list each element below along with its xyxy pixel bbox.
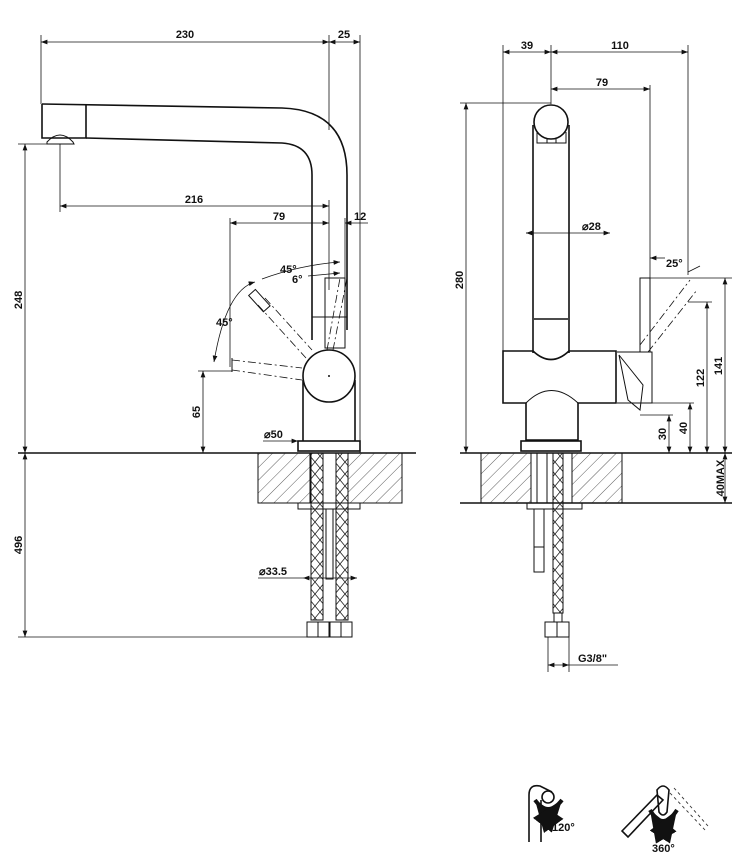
deck-section-left [257, 452, 311, 504]
angle-label-45-lower: 45° [216, 317, 233, 329]
angle-label-45-upper: 45° [280, 264, 297, 276]
hose [552, 452, 564, 614]
hose-left [310, 452, 324, 621]
angle-label-6: 6° [292, 274, 303, 286]
aerator [46, 134, 75, 145]
dim-label-79: 79 [596, 77, 608, 89]
dim-label-110: 110 [611, 40, 629, 52]
dim-label-30: 30 [657, 428, 669, 440]
dim-label-39: 39 [521, 40, 533, 52]
lever-housing [617, 351, 653, 404]
fixing-rod [533, 508, 545, 548]
lever-tilted [639, 279, 698, 353]
dim-label-g3-8: G3/8" [578, 653, 607, 665]
dim-label-diameter-28: ⌀28 [582, 221, 601, 233]
spout-outline-top [41, 103, 348, 330]
rotation-label-120: 120° [552, 822, 575, 834]
dim-label-122: 122 [695, 369, 707, 387]
rotation-label-360: 360° [652, 843, 675, 855]
dim-label-280: 280 [454, 271, 466, 289]
mixer-body [302, 349, 356, 403]
dim-label-40max: 40MAX [715, 459, 727, 496]
dim-label-216: 216 [185, 194, 203, 206]
dim-label-12: 12 [354, 211, 366, 223]
dim-label-79: 79 [273, 211, 285, 223]
base-plate [297, 440, 361, 452]
fixing-rod [325, 508, 334, 580]
dim-label-248: 248 [13, 291, 25, 309]
spout-column [532, 125, 570, 353]
dim-label-25: 25 [338, 29, 350, 41]
spout-outline-bottom [85, 137, 313, 340]
lever-45-position [257, 297, 313, 359]
side-view: 230 25 216 79 12 248 65 496 45° 6° 4 [13, 29, 416, 638]
dim-label-496: 496 [13, 536, 25, 554]
base-plate [520, 440, 582, 452]
handle-rotation-icon: 360° [620, 785, 709, 855]
hose-right [335, 452, 349, 621]
spout-rotation-icon: 120° [528, 784, 575, 842]
dim-label-diameter-50: ⌀50 [264, 429, 283, 441]
spout-head [41, 104, 87, 139]
dim-label-diameter-33-5: ⌀33.5 [259, 566, 287, 578]
deck-section-right [571, 452, 623, 504]
mounting-nut [297, 502, 361, 510]
spout-head [533, 104, 569, 140]
lever-90-position [231, 359, 303, 381]
deck-section-left [480, 452, 532, 504]
front-view: 39 110 79 280 ⌀28 25° 141 122 40 30 [454, 40, 732, 672]
dim-label-141: 141 [713, 357, 725, 375]
mixer-body [502, 350, 617, 441]
dim-label-65: 65 [191, 406, 203, 418]
deck-section-right [347, 452, 403, 504]
lever-upright [324, 277, 346, 349]
dim-label-230: 230 [176, 29, 194, 41]
angle-label-25: 25° [666, 258, 683, 270]
dim-label-40: 40 [678, 422, 690, 434]
lever-upright [639, 277, 651, 353]
